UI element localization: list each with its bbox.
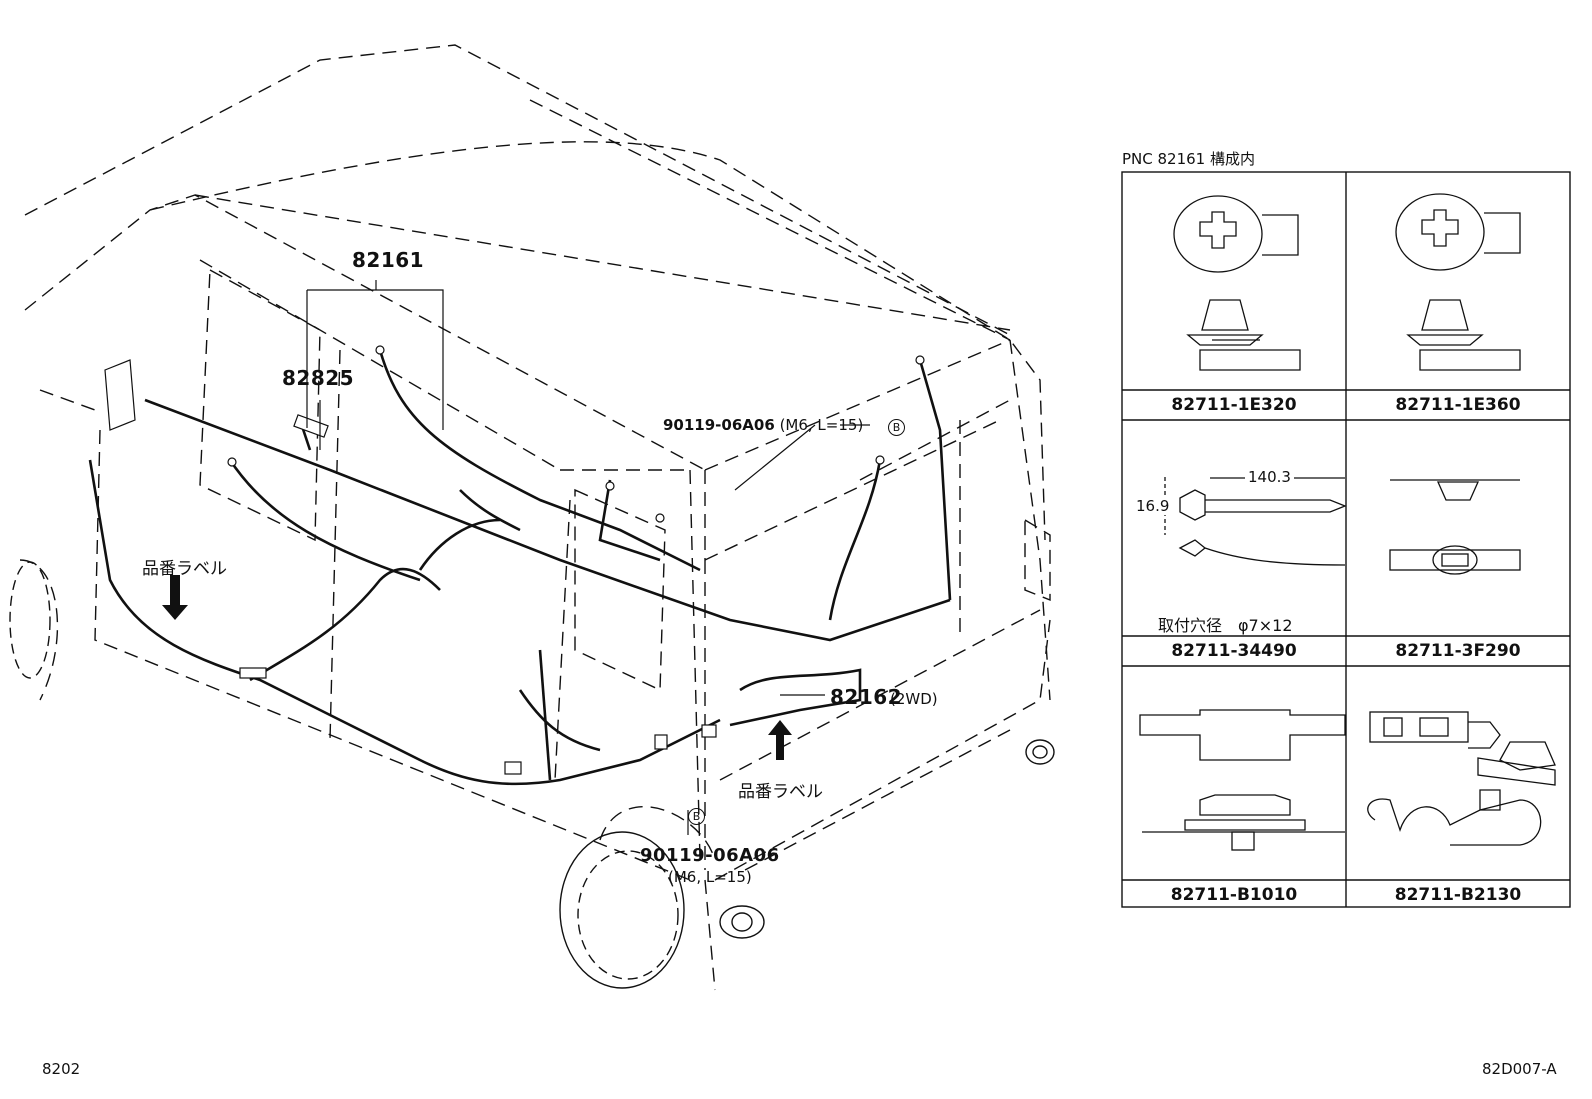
clip-table-title: PNC 82161 構成内 [1122,150,1255,168]
harness-clips [227,345,925,775]
clip-1e360-drawing [1395,193,1521,371]
marker-b-upper: B [888,419,905,436]
hole-note: 取付穴径 φ7×12 [1158,616,1293,635]
bolt-marker-upper: B [888,416,905,436]
marker-b-lower: B [688,808,705,825]
part-label-82825: 82825 [282,366,355,390]
part-label-82162-note: (2WD) [890,690,938,708]
clip-part-number: 82711-3F290 [1395,641,1521,661]
bolt-marker-lower: B [688,805,705,825]
arrow-up-right [768,720,792,760]
part-label-82162: 82162 [830,685,903,709]
dim-height: 16.9 [1136,497,1170,515]
bolt-lower-pn: 90119-06A06 [640,845,780,866]
clip-table [1121,171,1571,908]
rear-lamps [719,739,1055,939]
page-code: 8202 [42,1060,81,1078]
bolt-upper-pn: 90119-06A06 [663,416,775,434]
clip-part-number: 82711-B2130 [1394,885,1522,905]
clip-34490-drawing [1164,477,1347,566]
clip-b2130-drawing [1367,711,1556,846]
vehicle-outline [19,44,1051,991]
clip-part-number: 82711-34490 [1171,641,1297,661]
label-marker-note-left: 品番ラベル [142,559,227,579]
mirror-outline [104,359,136,431]
clip-part-number: 82711-1E360 [1395,395,1521,415]
clip-part-number: 82711-1E320 [1171,395,1297,415]
arrow-down-left [162,575,188,620]
rear-wheel [9,561,685,989]
label-marker-note-right: 品番ラベル [738,782,823,802]
part-label-82161: 82161 [352,248,425,272]
clip-3f290-drawing [1389,479,1521,575]
clip-part-number: 82711-B1010 [1170,885,1298,905]
wire-harness [88,349,952,786]
clip-b1010-drawing [1139,709,1346,851]
label-arrows [162,575,792,760]
bolt-upper-spec: (M6, L=15) [779,416,864,434]
bolt-lower-spec: (M6, L=15) [668,868,752,886]
clip-1e320-drawing [1173,195,1301,371]
bolt-callout-upper: 90119-06A06 (M6, L=15) [663,416,863,434]
dim-length: 140.3 [1245,468,1294,486]
figure-code: 82D007-A [1482,1060,1557,1078]
leader-lines [306,280,870,835]
